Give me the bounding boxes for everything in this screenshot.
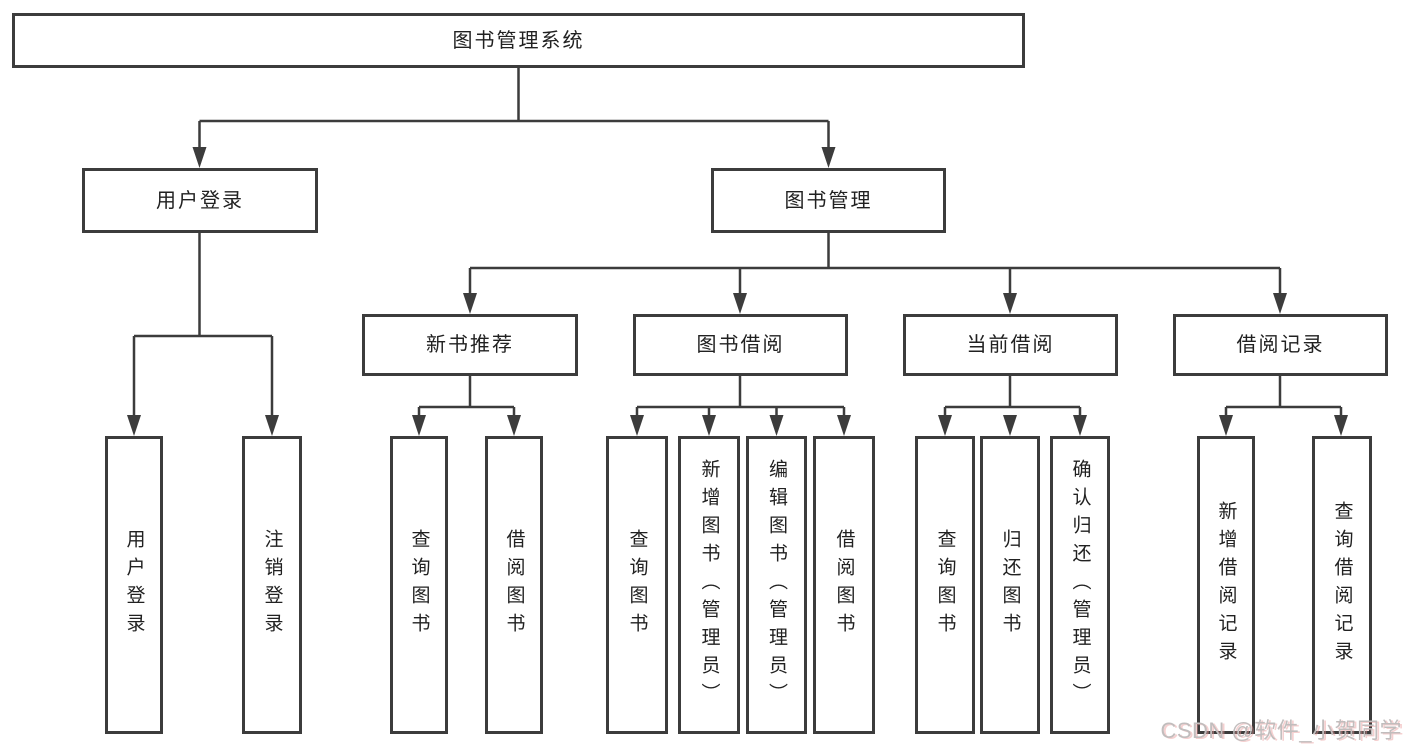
leaf-return-books: 归还图书 — [980, 436, 1040, 734]
node-current-borrow: 当前借阅 — [903, 314, 1118, 376]
leaf-confirm-return-admin: 确认归还（管理员） — [1050, 436, 1110, 734]
node-root-label: 图书管理系统 — [452, 29, 585, 52]
leaf-query-books-recommend: 查询图书 — [390, 436, 448, 734]
node-current-borrow-label: 当前借阅 — [966, 334, 1055, 356]
leaf-confirm-return-admin-label: 确认归还（管理员） — [1069, 459, 1091, 711]
node-new-book-recommend: 新书推荐 — [362, 314, 578, 376]
leaf-query-borrow-record: 查询借阅记录 — [1312, 436, 1372, 734]
leaf-add-book-admin: 新增图书（管理员） — [678, 436, 740, 734]
node-user-login: 用户登录 — [82, 168, 318, 233]
node-new-book-recommend-label: 新书推荐 — [426, 334, 514, 356]
leaf-add-borrow-record-label: 新增借阅记录 — [1215, 501, 1237, 669]
leaf-query-books-current: 查询图书 — [915, 436, 975, 734]
leaf-add-borrow-record: 新增借阅记录 — [1197, 436, 1255, 734]
leaf-query-books-borrow: 查询图书 — [606, 436, 668, 734]
leaf-logout: 注销登录 — [242, 436, 302, 734]
leaf-add-book-admin-label: 新增图书（管理员） — [698, 459, 720, 711]
node-user-login-label: 用户登录 — [156, 189, 244, 212]
node-borrow-records-label: 借阅记录 — [1236, 334, 1325, 356]
node-root: 图书管理系统 — [12, 13, 1025, 68]
node-book-management-label: 图书管理 — [784, 189, 873, 212]
leaf-borrow-books: 借阅图书 — [813, 436, 875, 734]
leaf-return-books-label: 归还图书 — [999, 529, 1021, 641]
csdn-watermark: CSDN @软件_小贺同学 — [1160, 718, 1402, 743]
leaf-borrow-books-label: 借阅图书 — [833, 529, 855, 641]
leaf-query-books-recommend-label: 查询图书 — [408, 529, 430, 641]
leaf-query-books-borrow-label: 查询图书 — [626, 529, 648, 641]
node-book-borrow: 图书借阅 — [633, 314, 848, 376]
leaf-user-login-label: 用户登录 — [123, 529, 145, 641]
leaf-query-books-current-label: 查询图书 — [934, 529, 956, 641]
leaf-borrow-books-recommend-label: 借阅图书 — [503, 529, 525, 641]
leaf-edit-book-admin: 编辑图书（管理员） — [746, 436, 807, 734]
leaf-logout-label: 注销登录 — [261, 529, 283, 641]
node-book-management: 图书管理 — [711, 168, 946, 233]
node-book-borrow-label: 图书借阅 — [696, 334, 785, 356]
leaf-edit-book-admin-label: 编辑图书（管理员） — [766, 459, 787, 711]
leaf-borrow-books-recommend: 借阅图书 — [485, 436, 543, 734]
leaf-user-login: 用户登录 — [105, 436, 163, 734]
leaf-query-borrow-record-label: 查询借阅记录 — [1331, 501, 1353, 669]
node-borrow-records: 借阅记录 — [1173, 314, 1388, 376]
